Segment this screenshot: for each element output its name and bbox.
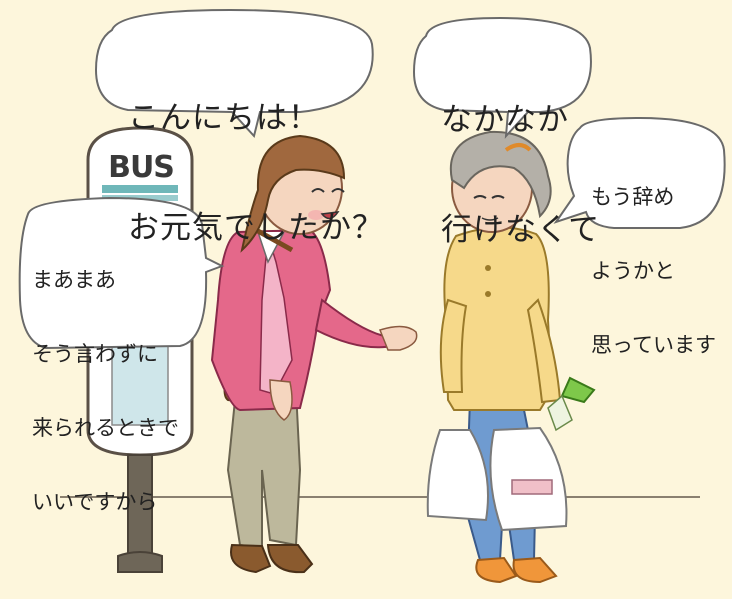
woman-figure bbox=[210, 134, 418, 574]
reply-line-2: 行けなくて bbox=[441, 211, 601, 248]
speech-bubble-quit bbox=[553, 116, 726, 229]
quit-line-1: もう辞め bbox=[591, 184, 675, 209]
encourage-line-2: そう言わずに bbox=[32, 341, 158, 366]
speech-bubble-encourage bbox=[18, 196, 225, 350]
encourage-line-4: いいですから bbox=[32, 490, 158, 515]
greeting-text: こんにちは！ お元気でしたか？ bbox=[128, 27, 384, 283]
greeting-line-2: お元気でしたか？ bbox=[128, 209, 384, 246]
reply-line-1: なかなか bbox=[441, 102, 569, 139]
elder-figure bbox=[426, 130, 596, 584]
bus-sign-label: BUS bbox=[108, 150, 175, 185]
speech-bubble-greeting bbox=[94, 8, 374, 139]
reply-text: なかなか 行けなくて bbox=[441, 29, 600, 285]
greeting-line-1: こんにちは！ bbox=[128, 100, 320, 137]
encourage-line-1: まあまあ bbox=[32, 267, 116, 292]
encourage-text: まあまあ そう言わずに 来られるときで いいですから bbox=[32, 218, 179, 540]
quit-line-3: 思っています bbox=[591, 333, 716, 358]
encourage-line-3: 来られるときで bbox=[32, 416, 179, 441]
quit-text: もう辞め ようかと 思っています bbox=[591, 135, 716, 383]
quit-line-2: ようかと bbox=[591, 258, 675, 283]
speech-bubble-reply bbox=[412, 16, 592, 139]
